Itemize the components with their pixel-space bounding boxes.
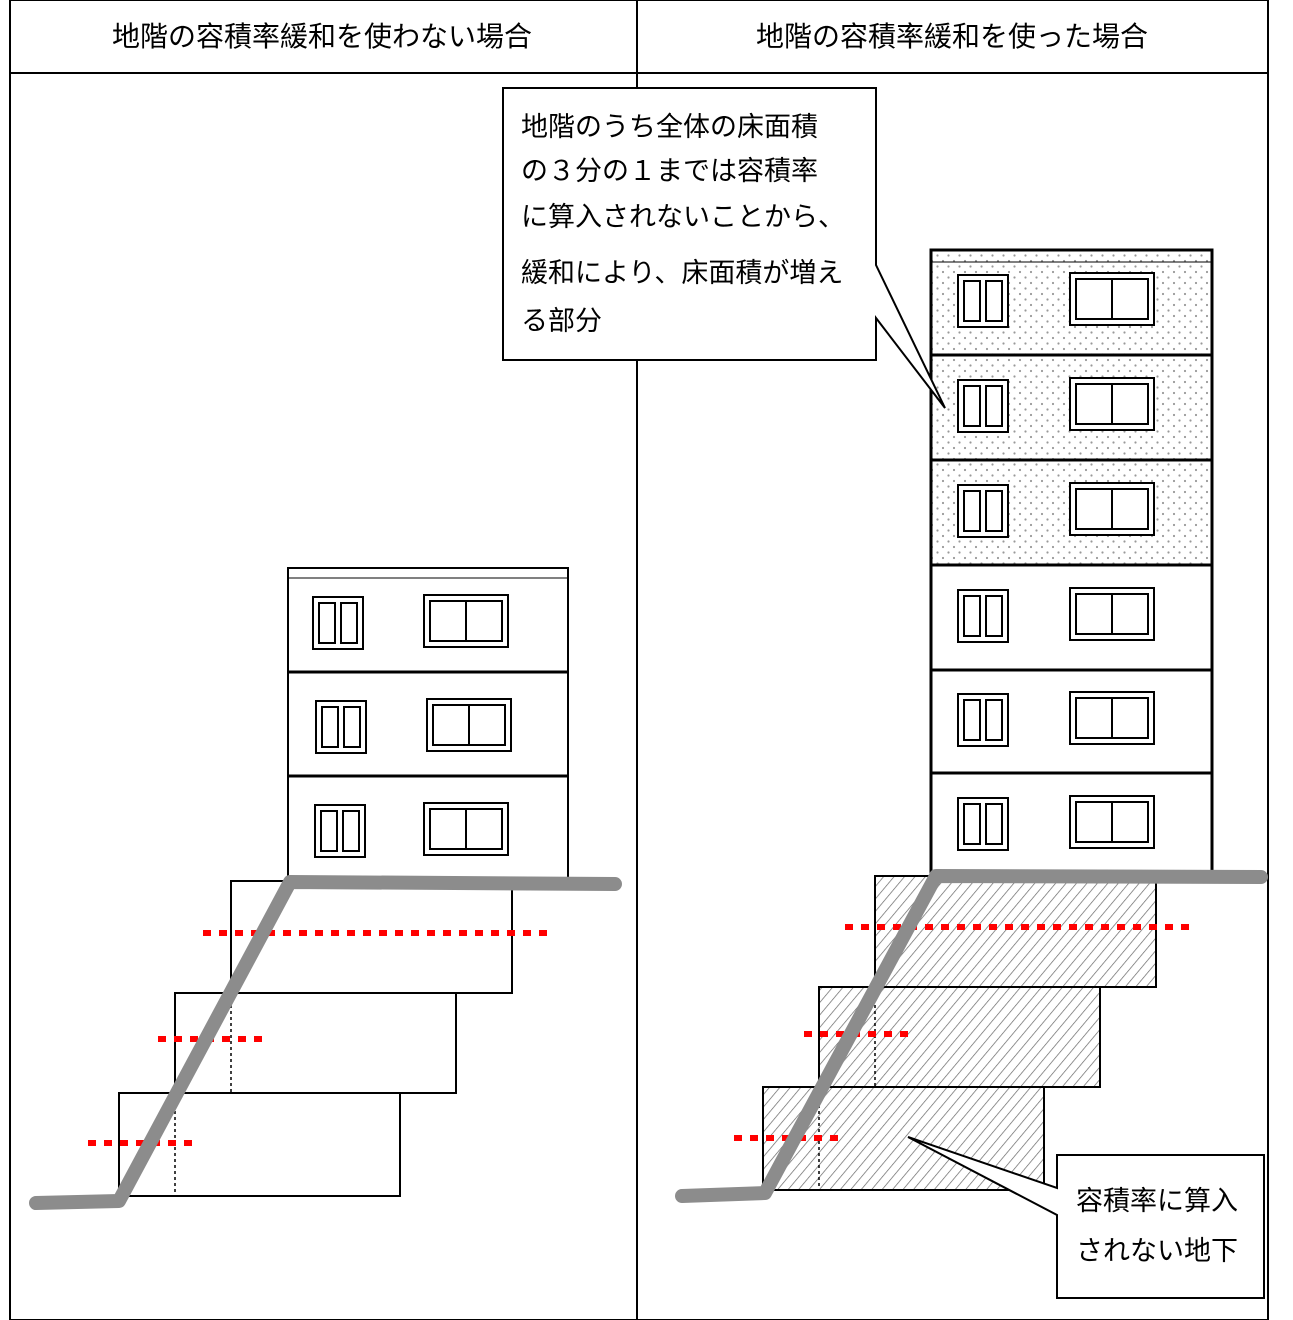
- callout-line: 緩和により、床面積が増え: [521, 258, 843, 289]
- header-right: 地階の容積率緩和を使った場合: [756, 20, 1148, 53]
- table-frame: [9, 0, 1269, 1320]
- window-small-icon: [312, 596, 364, 650]
- callout-line: の３分の１までは容積率: [521, 156, 818, 187]
- window-small-icon: [957, 274, 1009, 328]
- basement-level: [118, 1092, 401, 1197]
- right-building: [675, 248, 1268, 1203]
- basement-level: [874, 875, 1157, 988]
- callout-line: る部分: [521, 306, 602, 337]
- ground-line: [675, 869, 1268, 1203]
- callout-basement: 容積率に算入 されない地下: [907, 1136, 1265, 1299]
- window-large-icon: [426, 698, 512, 752]
- callout-line: 地階のうち全体の床面積: [521, 112, 818, 143]
- window-large-icon: [1069, 587, 1155, 641]
- window-small-icon: [957, 797, 1009, 851]
- callout-bonus-floors: 地階のうち全体の床面積 の３分の１までは容積率 に算入されないことから、 緩和に…: [502, 87, 946, 409]
- callout-line: 容積率に算入: [1076, 1186, 1238, 1217]
- window-small-icon: [957, 379, 1009, 433]
- window-small-icon: [957, 693, 1009, 747]
- window-large-icon: [1069, 377, 1155, 431]
- window-small-icon: [315, 700, 367, 754]
- header-left: 地階の容積率緩和を使わない場合: [112, 20, 532, 53]
- window-large-icon: [1069, 795, 1155, 849]
- left-building: [29, 567, 622, 1210]
- ground-line: [29, 875, 622, 1210]
- basement-level: [230, 880, 513, 994]
- window-large-icon: [423, 594, 509, 648]
- window-large-icon: [1069, 482, 1155, 536]
- window-large-icon: [423, 802, 509, 856]
- callout-line: に算入されないことから、: [521, 202, 845, 233]
- window-small-icon: [314, 804, 366, 858]
- window-small-icon: [957, 484, 1009, 538]
- window-large-icon: [1069, 272, 1155, 326]
- callout-line: されない地下: [1076, 1236, 1238, 1267]
- window-small-icon: [957, 589, 1009, 643]
- window-large-icon: [1069, 691, 1155, 745]
